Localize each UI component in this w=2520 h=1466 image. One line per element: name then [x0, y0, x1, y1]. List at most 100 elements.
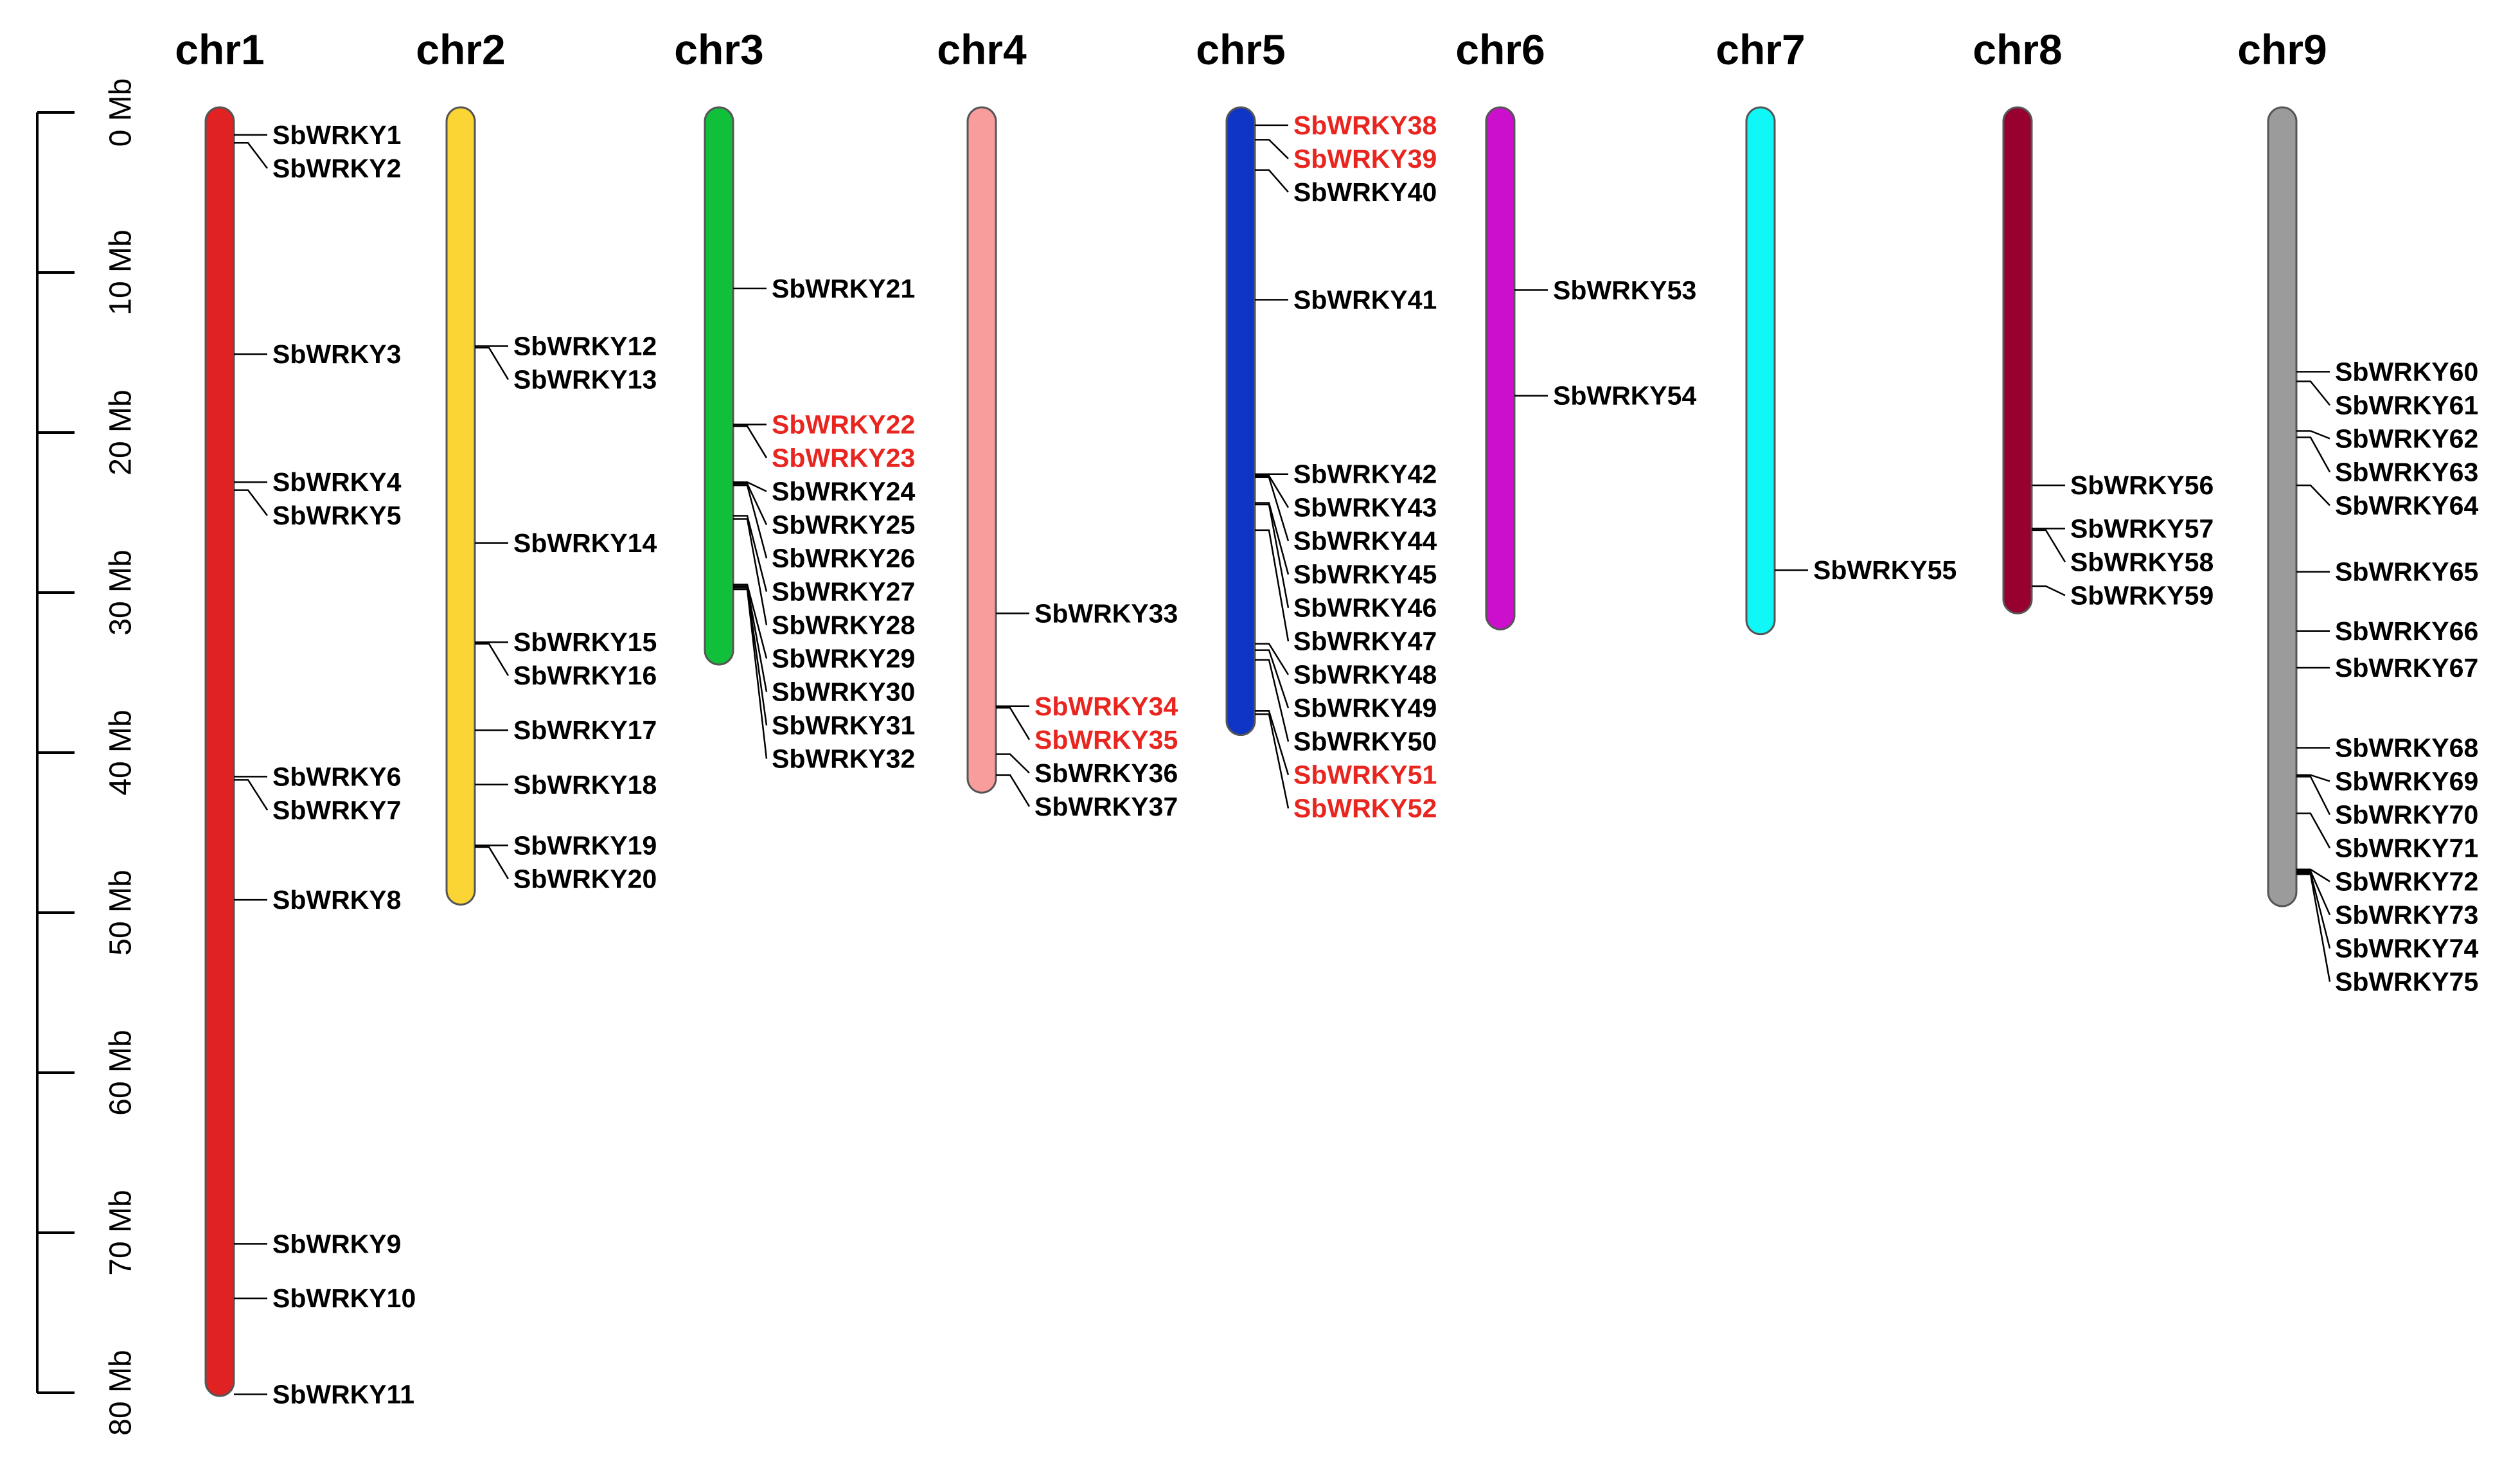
gene-label: SbWRKY19	[513, 830, 657, 860]
gene-label: SbWRKY18	[513, 770, 657, 800]
chromosome-name: chr7	[1716, 26, 1805, 73]
axis-tick-label: 70 Mb	[104, 1190, 138, 1275]
chromosome-chr1: chr1SbWRKY1SbWRKY2SbWRKY3SbWRKY4SbWRKY5S…	[175, 26, 416, 1409]
axis-tick-label: 40 Mb	[104, 710, 138, 795]
gene-label: SbWRKY53	[1553, 275, 1696, 305]
gene-label: SbWRKY64	[2335, 490, 2478, 520]
gene-connector	[475, 643, 510, 676]
gene-connector	[1255, 474, 1290, 508]
chromosome-bar	[2002, 106, 2033, 614]
gene-connector	[234, 142, 268, 169]
gene-connector	[2032, 585, 2066, 596]
chromosome-layer: chr1SbWRKY1SbWRKY2SbWRKY3SbWRKY4SbWRKY5S…	[175, 26, 2478, 1409]
axis-tick-label: 10 Mb	[104, 229, 138, 315]
gene-connector	[1255, 476, 1290, 542]
gene-connector	[1255, 643, 1290, 675]
gene-label: SbWRKY25	[772, 510, 915, 540]
gene-connector	[2296, 868, 2330, 882]
gene-label: SbWRKY44	[1293, 526, 1437, 556]
gene-label: SbWRKY12	[513, 332, 657, 361]
gene-label: SbWRKY7	[272, 795, 401, 825]
gene-connector	[733, 587, 768, 726]
gene-connector	[234, 489, 268, 516]
gene-connector	[1255, 710, 1290, 776]
gene-connector	[2296, 430, 2330, 440]
gene-connector	[1255, 713, 1290, 809]
gene-label: SbWRKY17	[513, 715, 657, 745]
gene-label: SbWRKY59	[2070, 580, 2214, 610]
gene-label: SbWRKY9	[272, 1229, 401, 1258]
gene-connector	[1255, 502, 1290, 575]
gene-connector	[1255, 529, 1290, 641]
gene-label: SbWRKY37	[1034, 792, 1178, 821]
chromosome-name: chr8	[1973, 26, 2062, 73]
chromosome-name: chr5	[1196, 26, 1285, 73]
gene-label: SbWRKY30	[772, 677, 915, 707]
gene-label: SbWRKY48	[1293, 660, 1437, 690]
gene-label: SbWRKY42	[1293, 460, 1437, 489]
chromosome-name: chr6	[1455, 26, 1545, 73]
gene-label: SbWRKY33	[1034, 598, 1178, 628]
gene-label: SbWRKY60	[2335, 357, 2478, 386]
gene-label: SbWRKY41	[1293, 285, 1437, 314]
gene-label: SbWRKY31	[772, 711, 915, 740]
chromosome-chr5: chr5SbWRKY38SbWRKY39SbWRKY40SbWRKY41SbWR…	[1196, 26, 1437, 823]
gene-connector	[2296, 776, 2331, 816]
gene-label: SbWRKY38	[1293, 111, 1437, 140]
gene-label: SbWRKY49	[1293, 693, 1437, 723]
chromosome-name: chr3	[674, 26, 763, 73]
gene-label: SbWRKY72	[2335, 867, 2478, 897]
gene-label: SbWRKY75	[2335, 967, 2478, 997]
gene-label: SbWRKY39	[1293, 144, 1437, 174]
gene-connector	[1255, 649, 1290, 709]
gene-label: SbWRKY20	[513, 864, 657, 893]
gene-label: SbWRKY15	[513, 627, 657, 657]
gene-label: SbWRKY5	[272, 501, 401, 530]
gene-label: SbWRKY16	[513, 661, 657, 690]
gene-connector	[2296, 872, 2331, 949]
gene-connector	[733, 515, 768, 592]
gene-label: SbWRKY65	[2335, 557, 2478, 587]
gene-label: SbWRKY22	[772, 410, 915, 440]
axis-tick-label: 0 Mb	[104, 78, 138, 147]
gene-connector	[1255, 659, 1290, 742]
gene-connector	[733, 588, 768, 759]
gene-label: SbWRKY27	[772, 577, 915, 607]
gene-connector	[1255, 503, 1290, 608]
axis-tick-label: 80 Mb	[104, 1350, 138, 1435]
chromosome-chr2: chr2SbWRKY12SbWRKY13SbWRKY14SbWRKY15SbWR…	[416, 26, 657, 906]
gene-connector	[2296, 774, 2330, 782]
gene-connector	[2296, 484, 2330, 506]
gene-connector	[475, 346, 510, 380]
axis-tick-label: 30 Mb	[104, 550, 138, 635]
gene-connector	[733, 585, 768, 692]
gene-label: SbWRKY47	[1293, 627, 1437, 656]
gene-label: SbWRKY57	[2070, 514, 2214, 543]
gene-label: SbWRKY46	[1293, 593, 1437, 623]
chromosome-name: chr9	[2237, 26, 2327, 73]
gene-label: SbWRKY61	[2335, 390, 2478, 420]
gene-label: SbWRKY66	[2335, 616, 2478, 646]
gene-label: SbWRKY29	[772, 644, 915, 674]
gene-label: SbWRKY1	[272, 120, 401, 150]
gene-connector	[234, 779, 269, 811]
gene-label: SbWRKY67	[2335, 653, 2478, 683]
chromosome-bar	[204, 106, 235, 1397]
chromosome-name: chr2	[416, 26, 505, 73]
gene-connector	[1255, 169, 1289, 193]
axis-tick-label: 50 Mb	[104, 870, 138, 955]
gene-label: SbWRKY35	[1034, 725, 1178, 755]
gene-connector	[733, 481, 767, 492]
chromosome-name: chr4	[937, 26, 1027, 73]
gene-label: SbWRKY11	[272, 1379, 414, 1409]
gene-label: SbWRKY45	[1293, 560, 1437, 589]
gene-label: SbWRKY56	[2070, 470, 2214, 500]
chromosome-bar	[2267, 106, 2298, 907]
gene-label: SbWRKY8	[272, 885, 401, 915]
gene-label: SbWRKY55	[1813, 555, 1957, 585]
gene-connector	[2296, 870, 2331, 916]
